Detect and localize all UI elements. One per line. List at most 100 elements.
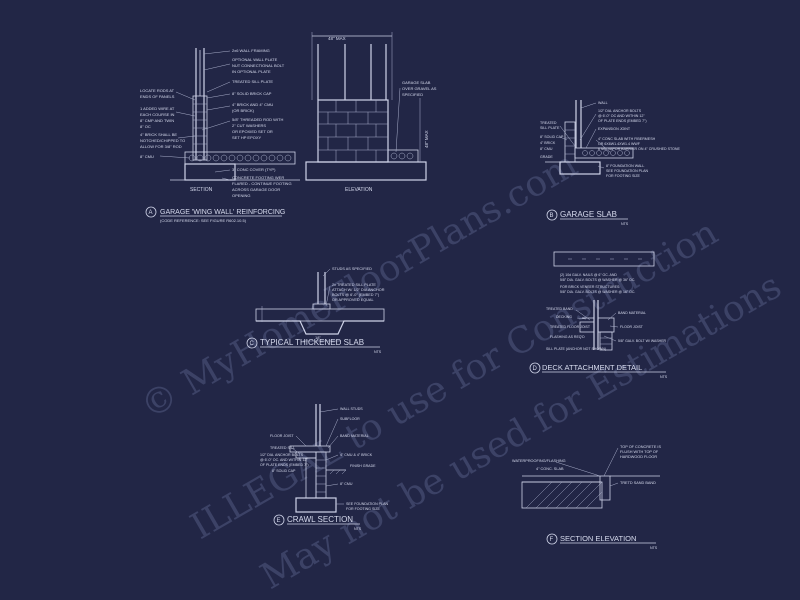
- note: 8" SOLID BRICK CAP: [232, 91, 272, 96]
- detail-f-scale: NTS: [650, 546, 658, 550]
- note: GARAGE SLAB: [402, 80, 431, 85]
- note: NOTCHED/CHIPPED TO: [140, 138, 185, 143]
- note: 8" FOUNDATION WALL: [606, 164, 644, 168]
- note: 2x6 WALL FRAMING: [232, 48, 270, 53]
- note: DECKING: [556, 315, 572, 319]
- note: 8" CMU: [540, 147, 553, 151]
- note: (2) 10d GALV. NAILS @ 6" OC. AND: [560, 273, 617, 277]
- note: TREATED SILL: [270, 446, 295, 450]
- detail-a-subtitle: (CODE REFERENCE: SEE FIGURE R602.10.5): [160, 218, 247, 223]
- detail-b-leaders: [559, 102, 611, 169]
- note: WALL: [598, 101, 608, 105]
- detail-f-notes: WATERPROOFING/FLASHING 4" CONC. SLAB TOP…: [512, 445, 661, 485]
- note: OVER GRAVEL AS: [402, 86, 437, 91]
- detail-a-leaders-mid: [201, 50, 231, 181]
- note: OF PLATE ENDS (EMBED 7"): [260, 463, 309, 467]
- detail-d-leaders: [575, 309, 619, 342]
- detail-f-marker-letter: F: [550, 537, 554, 543]
- detail-d-notes: (2) 10d GALV. NAILS @ 6" OC. AND 5/8" DI…: [546, 273, 667, 351]
- note: GRADE: [540, 155, 553, 159]
- detail-f-drawing: [521, 475, 660, 509]
- note: SILL PLATE: [540, 126, 560, 130]
- note: FLUSH WITH TOP OF: [620, 450, 659, 454]
- note: SILL PLATE (ANCHOR NOT SHOWN): [546, 347, 606, 351]
- note: 4" CONC. SLAB: [536, 467, 564, 471]
- detail-b-title: GARAGE SLAB: [560, 210, 617, 219]
- note: OR APPROVED EQUAL: [332, 298, 374, 302]
- note: BOLTS @ 6'-0" (EMBED 7"): [332, 293, 380, 297]
- detail-d-marker-letter: D: [533, 366, 538, 372]
- note: 3" CONC COVER (TYP): [232, 167, 276, 172]
- detail-e-marker: [273, 514, 285, 526]
- note: TRETD SAND BAND: [620, 481, 656, 485]
- detail-a-title: GARAGE 'WING WALL' REINFORCING: [160, 209, 285, 216]
- note: 5/8" GALV. BOLT W/ WASHER: [618, 339, 667, 343]
- detail-e-scale: NTS: [354, 527, 362, 531]
- detail-b-notes: WALL 1/2" DIA. ANCHOR BOLTS @ 6'-0" OC A…: [540, 101, 680, 178]
- note: ATTACH W/ 1/2" DIA ANCHOR: [332, 288, 385, 292]
- note: SPECIFIED: [402, 92, 423, 97]
- detail-c-scale: NTS: [374, 350, 382, 354]
- note: TREATED BAND: [546, 307, 573, 311]
- note: TREATED SILL PLATE: [232, 79, 273, 84]
- detail-e-drawing: [289, 404, 347, 513]
- note: 4" BRICK AND 4" CMU: [232, 102, 273, 107]
- note: FOR FOOTING SIZE: [606, 174, 641, 178]
- note: FLOOR JOIST: [620, 325, 644, 329]
- note: FOR FOOTING SIZE: [346, 507, 381, 511]
- note: 2" CUT WASHERS: [232, 123, 266, 128]
- note: ACROSS GARAGE DOOR: [232, 187, 280, 192]
- note: 1 ADDED WIRE AT: [140, 106, 175, 111]
- detail-f-title: SECTION ELEVATION: [560, 534, 636, 543]
- note: 8" SOLID CAP: [272, 469, 296, 473]
- detail-a-dim-top: 48" MAX: [328, 36, 346, 41]
- detail-b-scale: NTS: [621, 222, 629, 226]
- note: 4" BRICK: [540, 141, 556, 145]
- detail-a-section-drawing: [170, 48, 300, 181]
- note: SEE FOUNDATION PLAN: [606, 169, 648, 173]
- detail-a-elevation-drawing: [305, 32, 427, 181]
- note: OF PLATE ENDS (EMBED 7"): [598, 119, 647, 123]
- detail-a-notes-mid: 2x6 WALL FRAMING OPTIONAL WALL PLATE NUT…: [232, 48, 292, 198]
- detail-f-leaders: [555, 447, 619, 487]
- detail-a-notes-left: LOCATE RODS AT ENDS OF PANELS 1 ADDED WI…: [140, 88, 185, 159]
- detail-e-notes: WALL STUDS SUBFLOOR FLOOR JOIST BAND MAT…: [260, 407, 388, 511]
- detail-f-title-block: F SECTION ELEVATION NTS: [546, 533, 658, 550]
- note: 4" BRICK SHALL BE: [140, 132, 177, 137]
- note: HARDWOOD FLOOR: [620, 455, 657, 459]
- detail-c-marker: [246, 337, 258, 349]
- note: FINISH GRADE: [350, 464, 376, 468]
- note: STUDS AS SPECIFIED: [332, 267, 372, 271]
- note: OPTIONAL WALL PLATE: [232, 57, 278, 62]
- detail-c-leaders: [322, 268, 331, 307]
- detail-a-section-label: SECTION: [190, 187, 213, 193]
- detail-d-drawing: [553, 251, 655, 351]
- note: FLOOR JOIST: [270, 434, 294, 438]
- note: ALLOW FOR 3/8" ROD: [140, 144, 182, 149]
- detail-c-drawing: [255, 272, 385, 342]
- detail-b-marker: [546, 209, 558, 221]
- note: WALL STUDS: [340, 407, 363, 411]
- detail-d-title-block: D DECK ATTACHMENT DETAIL NTS: [529, 362, 668, 379]
- note: OR EPOXIED SET OR: [232, 129, 273, 134]
- detail-c-dim: 18": [315, 335, 321, 340]
- note: 6 MIL VAPOR BARRIER ON 4" CRUSHED STONE: [598, 147, 680, 151]
- note: SEE FOUNDATION PLAN: [346, 502, 388, 506]
- detail-c-title: TYPICAL THICKENED SLAB: [260, 338, 364, 347]
- detail-d-marker: [529, 362, 541, 374]
- note: CONCRETE FOOTING WER: [232, 175, 284, 180]
- note: 1/2" DIA. ANCHOR BOLTS: [260, 453, 304, 457]
- note: 2x TREATED SILL PLATE: [332, 283, 376, 287]
- detail-b-title-block: B GARAGE SLAB NTS: [546, 209, 629, 226]
- note: 8" SOLID CAP: [540, 135, 564, 139]
- detail-e-marker-letter: E: [277, 518, 281, 524]
- note: SUBFLOOR: [340, 417, 360, 421]
- note: FLARED - CONTINUE FOOTING: [232, 181, 292, 186]
- detail-a-notes-right: GARAGE SLAB OVER GRAVEL AS SPECIFIED: [402, 80, 437, 97]
- note: 8" OC: [140, 124, 151, 129]
- note: EXPANSION JOINT: [598, 127, 631, 131]
- note: LOCATE RODS AT: [140, 88, 175, 93]
- note: 5/8" THREADED ROD WITH: [232, 117, 283, 122]
